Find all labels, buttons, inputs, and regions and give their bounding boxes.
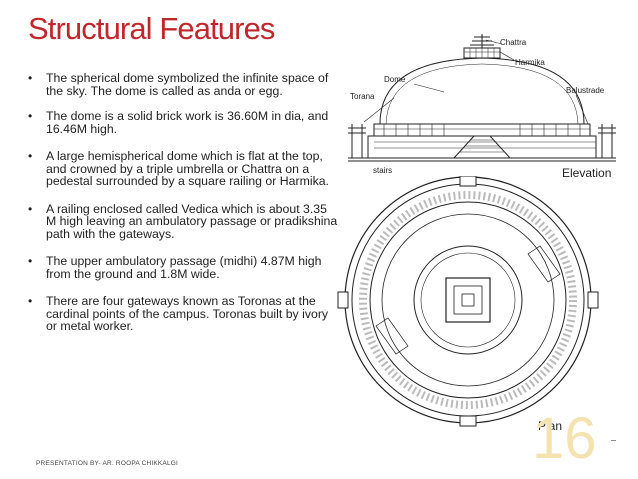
bullet-item: A railing enclosed called Vedica which i… xyxy=(28,202,340,241)
label-dome: Dome xyxy=(384,75,406,84)
slide-number-tick xyxy=(611,440,616,441)
bullet-item: There are four gateways known as Toronas… xyxy=(28,295,340,333)
label-harmika: Harmika xyxy=(515,58,545,67)
label-stairs: stairs xyxy=(373,166,393,175)
label-torana: Torana xyxy=(350,92,375,101)
footer-credit: PRESENTATION BY- AR. ROOPA CHIKKALGI xyxy=(36,460,179,467)
stupa-elevation-drawing xyxy=(348,34,616,162)
bullet-item: The upper ambulatory passage (midhi) 4.8… xyxy=(28,255,340,280)
bullet-list: The spherical dome symbolized the infini… xyxy=(28,72,340,333)
slide-number: 16 xyxy=(532,406,597,471)
slide-title: Structural Features xyxy=(28,11,275,46)
stupa-plan-drawing xyxy=(337,176,599,427)
label-chattra: Chattra xyxy=(500,38,527,47)
bullet-item: The spherical dome symbolized the infini… xyxy=(28,72,340,97)
elevation-caption: Elevation xyxy=(562,166,612,180)
label-balustrade: Balustrade xyxy=(566,86,605,95)
bullet-item: The dome is a solid brick work is 36.60M… xyxy=(28,110,340,135)
plan-caption: Plan xyxy=(538,419,563,433)
bullet-item: A large hemispherical dome which is flat… xyxy=(28,150,340,188)
